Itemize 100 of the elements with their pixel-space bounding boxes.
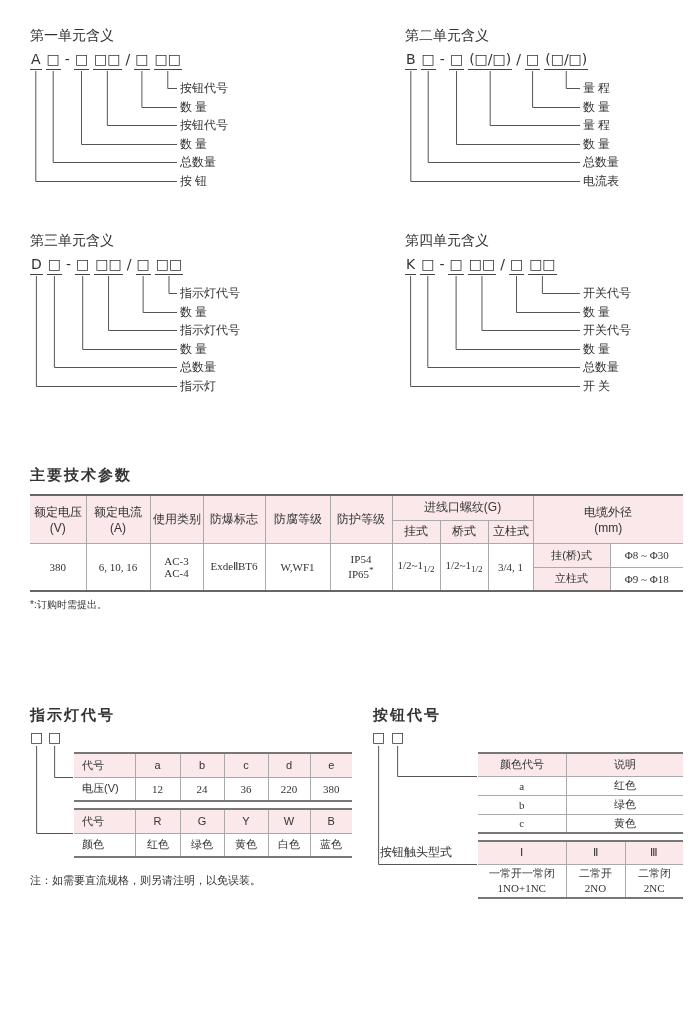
- meaning-label: 总数量: [583, 155, 619, 170]
- section-heading: 第二单元含义: [405, 27, 489, 45]
- meaning-label: 总数量: [583, 360, 619, 375]
- code-segment: □□: [153, 52, 182, 70]
- section-heading: 主要技术参数: [30, 466, 132, 485]
- meaning-label: 指示灯代号: [180, 323, 240, 338]
- meaning-label: 数 量: [180, 304, 208, 319]
- leader-line: [427, 70, 581, 163]
- code-segment: □□: [528, 257, 557, 275]
- meaning-label: 量 程: [583, 81, 611, 95]
- code-segment: (□/□): [468, 52, 513, 70]
- leader-line: [167, 70, 178, 89]
- table-cell: 蓝色: [310, 833, 352, 857]
- leader-line: [410, 275, 581, 387]
- code-segment: D: [30, 257, 43, 275]
- section-heading: 指示灯代号: [30, 706, 115, 725]
- code-segment: □□: [467, 257, 497, 275]
- leader-line: [455, 275, 581, 350]
- header-cell: b: [180, 753, 224, 777]
- meaning-label: 按 钮: [180, 174, 208, 188]
- code-separator: -: [439, 257, 445, 274]
- meaning-label: 数 量: [583, 99, 611, 114]
- section-heading: 第一单元含义: [30, 27, 114, 45]
- code-segment: K: [405, 257, 417, 275]
- meaning-label: 总数量: [180, 360, 216, 375]
- code-segment: □: [508, 257, 525, 275]
- leader-line: [516, 275, 581, 313]
- footnote-text: *:订购时需提出。: [30, 598, 107, 612]
- leader-line: [53, 275, 178, 368]
- meaning-label: 数 量: [180, 99, 208, 114]
- code-separator: /: [126, 257, 132, 274]
- table-cell: 380: [30, 543, 86, 591]
- header-cell: Y: [224, 809, 268, 833]
- code-segment: □: [448, 52, 465, 70]
- meaning-label: 数 量: [583, 341, 611, 356]
- table-cell: 红色: [566, 776, 683, 795]
- code-table: [74, 752, 352, 802]
- header-cell: 额定电压 (V): [30, 495, 86, 543]
- section-heading: 第三单元含义: [30, 232, 114, 250]
- row-label: 按钮触头型式: [380, 844, 452, 861]
- header-cell: 电缆外径 (mm): [533, 495, 683, 543]
- table-cell: Φ8 ~ Φ30: [610, 543, 683, 567]
- code-table: [478, 752, 683, 834]
- meaning-label: 数 量: [583, 136, 611, 151]
- section-heading: 第四单元含义: [405, 232, 489, 250]
- header-cell: Ⅱ: [566, 841, 625, 864]
- leader-line: [427, 275, 581, 368]
- code-segment: □□: [94, 257, 123, 275]
- code-segment: □: [420, 52, 436, 70]
- meaning-label: 数 量: [583, 304, 611, 319]
- code-segment: □: [135, 257, 151, 275]
- leader-line: [456, 70, 581, 145]
- code-segment: □: [524, 52, 541, 70]
- header-cell: 使用类别: [150, 495, 203, 543]
- code-separator: -: [64, 52, 70, 69]
- code-table: [478, 840, 683, 899]
- leader-line: [141, 70, 178, 108]
- table-cell: 二常闭 2NC: [625, 864, 683, 898]
- header-cell: 额定电流 (A): [86, 495, 150, 543]
- leader-line: [35, 275, 178, 387]
- leader-line: [489, 70, 581, 126]
- leader-line: [54, 745, 74, 778]
- table-cell: 绿色: [566, 795, 683, 814]
- header-cell: e: [310, 753, 352, 777]
- meaning-label: 指示灯代号: [180, 286, 240, 300]
- header-cell: 颜色代号: [478, 753, 566, 776]
- code-separator: /: [125, 52, 131, 69]
- meaning-label: 指示灯: [180, 379, 216, 393]
- code-segment: □: [134, 52, 150, 70]
- code-segment: □: [420, 257, 436, 275]
- meaning-label: 数 量: [180, 136, 208, 151]
- code-segment: (□/□): [544, 52, 589, 70]
- header-cell: B: [310, 809, 352, 833]
- meaning-label: 开 关: [583, 379, 611, 393]
- header-cell: Ⅲ: [625, 841, 683, 864]
- header-cell: 防爆标志: [203, 495, 265, 543]
- header-cell: Ⅰ: [478, 841, 566, 864]
- leader-line: [108, 275, 178, 331]
- section-heading: 按钮代号: [373, 706, 441, 725]
- code-segment: □: [45, 52, 61, 70]
- code-separator: /: [500, 257, 505, 274]
- header-cell: 防护等级: [330, 495, 392, 543]
- leader-line: [142, 275, 178, 313]
- code-segment: □: [75, 257, 91, 275]
- header-cell: 进线口螺纹(G): [392, 495, 533, 520]
- leader-line: [35, 70, 178, 182]
- header-cell: 防腐等级: [265, 495, 330, 543]
- code-segment: □□: [93, 52, 122, 70]
- leader-line: [410, 70, 581, 182]
- table-cell: a: [478, 776, 566, 795]
- header-cell: 代号: [74, 753, 135, 777]
- meaning-label: 量 程: [583, 118, 611, 133]
- table-cell: 颜色: [74, 833, 135, 857]
- leader-line: [36, 745, 74, 834]
- table-cell: c: [478, 814, 566, 833]
- table-cell: 黄色: [566, 814, 683, 833]
- meaning-label: 数 量: [180, 341, 208, 356]
- placeholder-field: □: [48, 730, 62, 744]
- meaning-label: 按钮代号: [180, 81, 228, 95]
- meaning-label: 按钮代号: [180, 118, 228, 133]
